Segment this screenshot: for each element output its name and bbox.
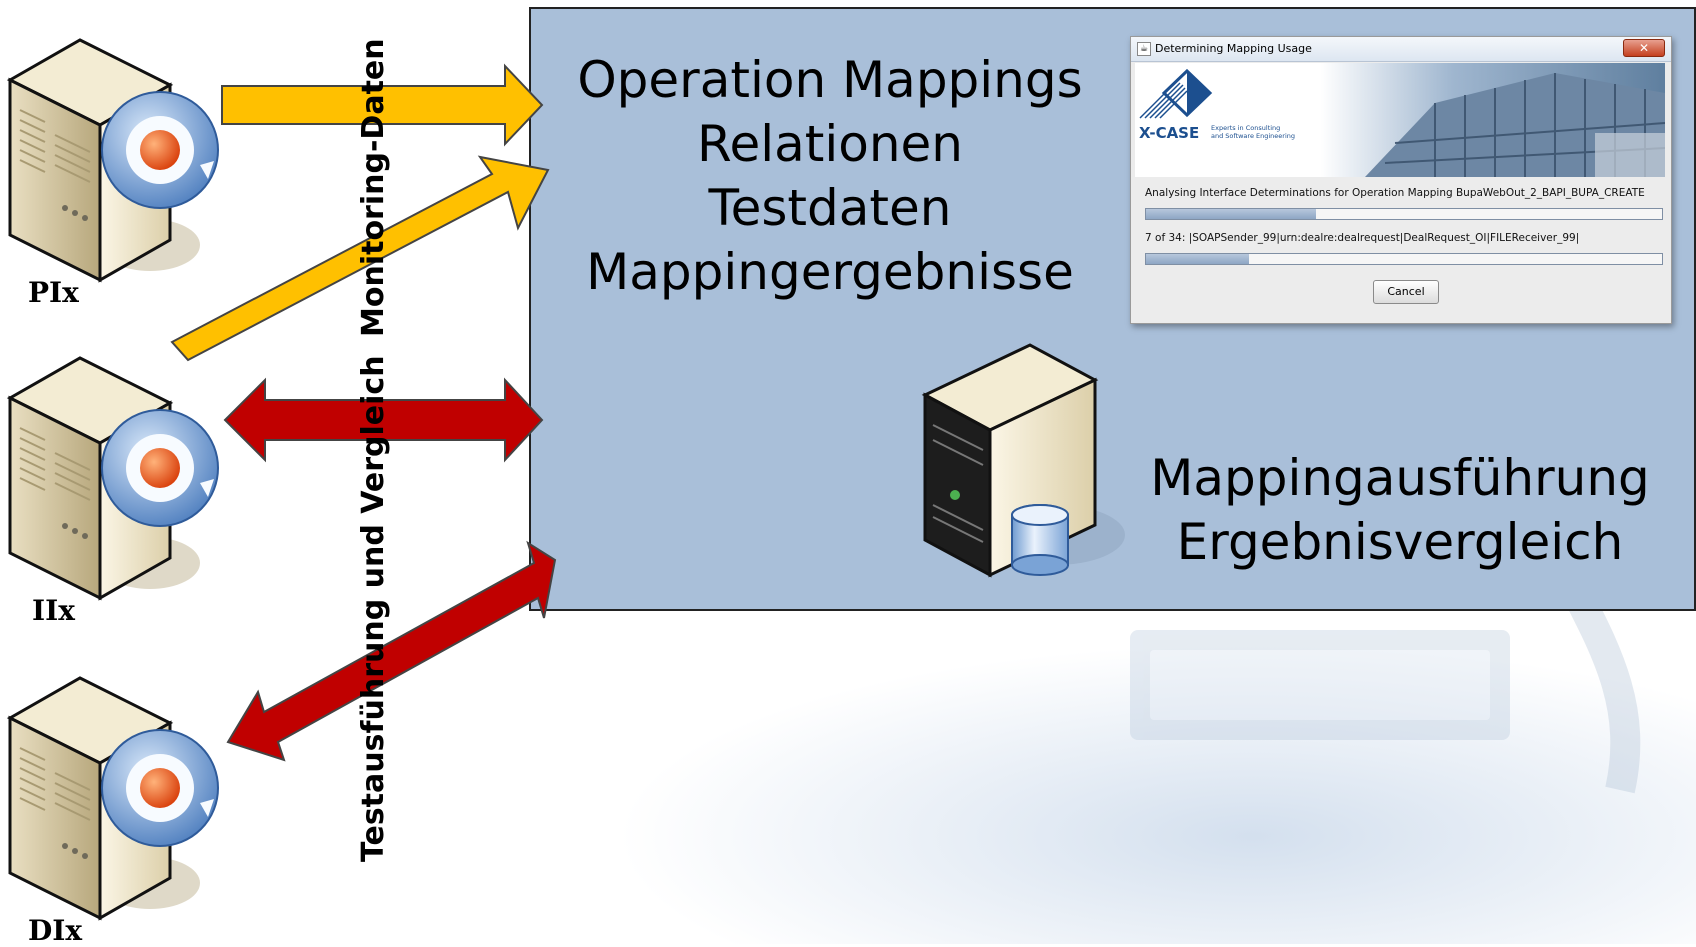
server-label-iix: IIx — [32, 594, 75, 627]
panel-text-bottom: Mappingausführung Ergebnisvergleich — [1150, 446, 1650, 574]
server-icon-dix — [6, 676, 219, 921]
arrow-iix-to-panel — [170, 155, 550, 362]
progress-bar-1 — [1145, 208, 1663, 220]
double-arrow-dix-panel — [226, 540, 557, 762]
server-icon-iix — [6, 356, 219, 601]
server-label-pix: PIx — [28, 276, 79, 309]
double-arrow-iix-panel — [223, 377, 544, 463]
close-button[interactable]: ✕ — [1623, 39, 1665, 57]
server-icon-pix — [6, 38, 219, 283]
panel-line-relationen: Relationen — [696, 115, 963, 173]
logo-tagline-1: Experts in Consulting — [1211, 124, 1280, 132]
dialog-title: Determining Mapping Usage — [1155, 42, 1312, 55]
progress-bar-2 — [1145, 253, 1663, 265]
server-label-dix: DIx — [28, 914, 83, 947]
progress-fill-1 — [1146, 209, 1317, 219]
panel-line-mappingergebnisse: Mappingergebnisse — [586, 243, 1074, 301]
progress-fill-2 — [1146, 254, 1250, 264]
xcase-banner: X-CASE Experts in Consulting and Softwar… — [1135, 63, 1665, 177]
logo-text: X-CASE — [1139, 124, 1199, 142]
background-wash — [430, 560, 1696, 944]
dialog-titlebar[interactable]: ☕ Determining Mapping Usage ✕ — [1131, 37, 1671, 62]
panel-line-testdaten: Testdaten — [708, 179, 952, 237]
test-execution-label: Testausführung und Vergleich — [356, 355, 391, 862]
app-icon: ☕ — [1137, 42, 1151, 56]
database-server-icon — [921, 343, 1125, 578]
panel-line-operation-mappings: Operation Mappings — [577, 51, 1083, 109]
status-line: Analysing Interface Determinations for O… — [1145, 187, 1645, 199]
panel-text-top: Operation Mappings Relationen Testdaten … — [570, 48, 1090, 304]
monitoring-label: Monitoring-Daten — [356, 38, 391, 337]
xcase-logo — [1139, 68, 1213, 119]
detail-line: 7 of 34: |SOAPSender_99|urn:dealre:dealr… — [1145, 232, 1580, 244]
cancel-button[interactable]: Cancel — [1373, 280, 1439, 304]
panel-line-mappingausfuehrung: Mappingausführung — [1150, 449, 1650, 507]
arrow-pix-to-panel — [221, 63, 544, 147]
logo-tagline-2: and Software Engineering — [1211, 132, 1295, 140]
panel-line-ergebnisvergleich: Ergebnisvergleich — [1176, 513, 1624, 571]
mapping-usage-dialog: ☕ Determining Mapping Usage ✕ — [1130, 36, 1672, 324]
banner-image: X-CASE Experts in Consulting and Softwar… — [1135, 63, 1665, 177]
